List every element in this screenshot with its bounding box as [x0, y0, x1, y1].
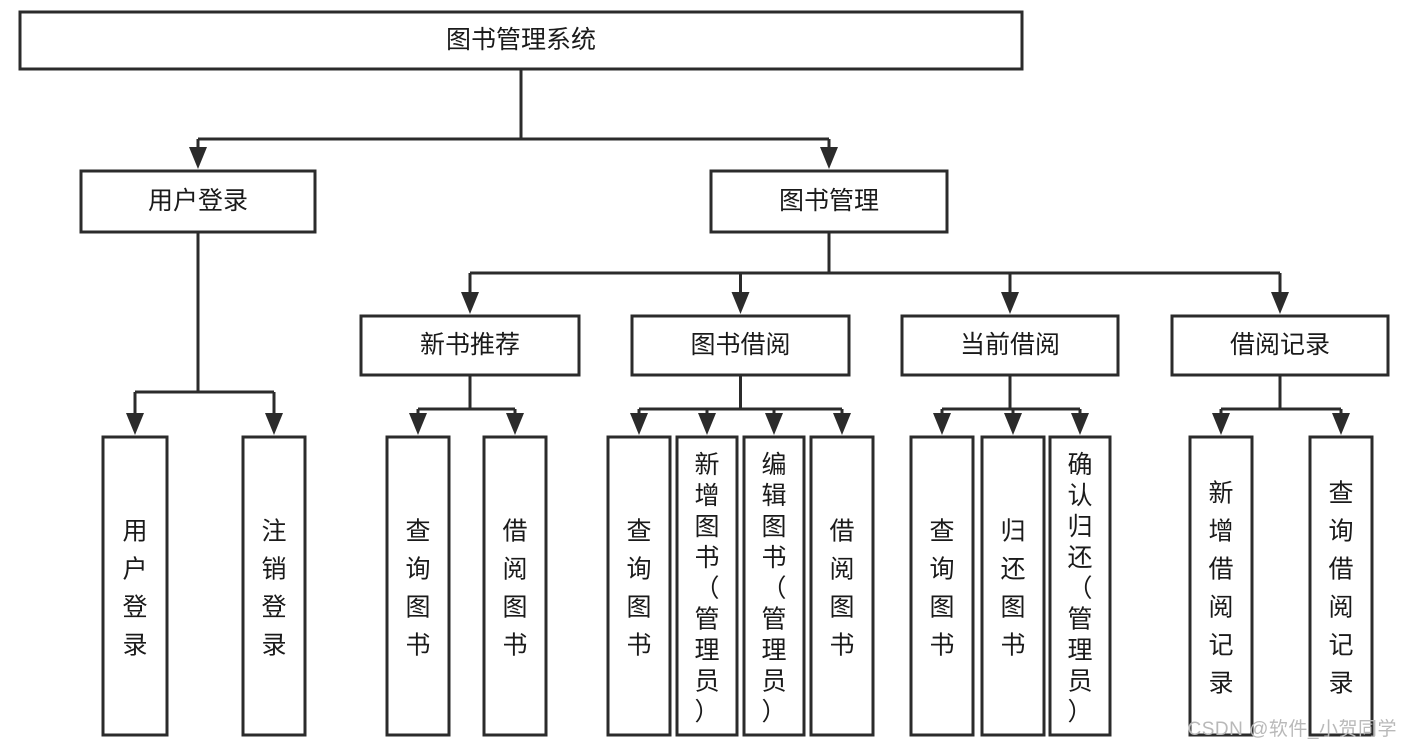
- node-l4_a2[interactable]: 注销登录: [241, 435, 307, 737]
- node-l2_user[interactable]: 用户登录: [79, 169, 317, 234]
- node-l4_d1[interactable]: 查询图书: [909, 435, 975, 737]
- node-label: 归还图书: [1000, 518, 1025, 660]
- connector-l3_record: [1212, 375, 1350, 435]
- node-label: 注销登录: [261, 518, 286, 660]
- node-l2_book[interactable]: 图书管理: [709, 169, 949, 234]
- node-l4_c2[interactable]: 新增图书（管理员）: [675, 435, 739, 737]
- node-label: 编辑图书（管理员）: [761, 451, 786, 726]
- node-l3_record[interactable]: 借阅记录: [1170, 314, 1390, 377]
- node-label: 用户登录: [148, 187, 248, 215]
- csdn-watermark: CSDN @软件_小贺同学: [1187, 719, 1397, 740]
- node-label: 当前借阅: [960, 331, 1060, 359]
- node-l4_d3[interactable]: 确认归还（管理员）: [1048, 435, 1112, 737]
- connector-l2_user: [126, 232, 283, 435]
- node-label: 图书管理: [779, 187, 879, 215]
- node-l4_c3[interactable]: 编辑图书（管理员）: [742, 435, 806, 737]
- node-l4_c1[interactable]: 查询图书: [606, 435, 672, 737]
- node-label: 新增图书（管理员）: [694, 451, 719, 726]
- connector-l2_book: [461, 232, 1289, 314]
- node-l4_b1[interactable]: 查询图书: [385, 435, 451, 737]
- node-label: 图书管理系统: [446, 26, 596, 54]
- node-root[interactable]: 图书管理系统: [18, 10, 1024, 71]
- node-l4_e2[interactable]: 查询借阅记录: [1308, 435, 1374, 737]
- node-label: 确认归还（管理员）: [1067, 451, 1092, 726]
- node-label: 图书借阅: [690, 331, 790, 359]
- node-l4_e1[interactable]: 新增借阅记录: [1188, 435, 1254, 737]
- node-l4_d2[interactable]: 归还图书: [980, 435, 1046, 737]
- node-label: 借阅记录: [1230, 331, 1330, 359]
- node-layer: 图书管理系统用户登录图书管理新书推荐图书借阅当前借阅借阅记录用户登录注销登录查询…: [18, 10, 1390, 737]
- node-l4_b2[interactable]: 借阅图书: [482, 435, 548, 737]
- node-l3_new[interactable]: 新书推荐: [359, 314, 581, 377]
- node-l3_current[interactable]: 当前借阅: [900, 314, 1120, 377]
- node-label: 查询图书: [405, 518, 430, 660]
- node-label: 查询图书: [626, 518, 651, 660]
- node-l4_a1[interactable]: 用户登录: [101, 435, 169, 737]
- connector-root: [189, 69, 838, 169]
- connector-l3_borrow: [630, 375, 851, 435]
- node-label: 查询图书: [929, 518, 954, 660]
- connector-layer: [126, 69, 1350, 435]
- node-l3_borrow[interactable]: 图书借阅: [630, 314, 851, 377]
- node-label: 新书推荐: [420, 331, 520, 359]
- node-label: 借阅图书: [502, 518, 527, 660]
- connector-l3_new: [409, 375, 524, 435]
- node-l4_c4[interactable]: 借阅图书: [809, 435, 875, 737]
- connector-l3_current: [933, 375, 1089, 435]
- node-label: 借阅图书: [829, 518, 854, 660]
- node-label: 新增借阅记录: [1208, 480, 1233, 698]
- node-label: 用户登录: [122, 518, 147, 660]
- node-label: 查询借阅记录: [1328, 480, 1353, 698]
